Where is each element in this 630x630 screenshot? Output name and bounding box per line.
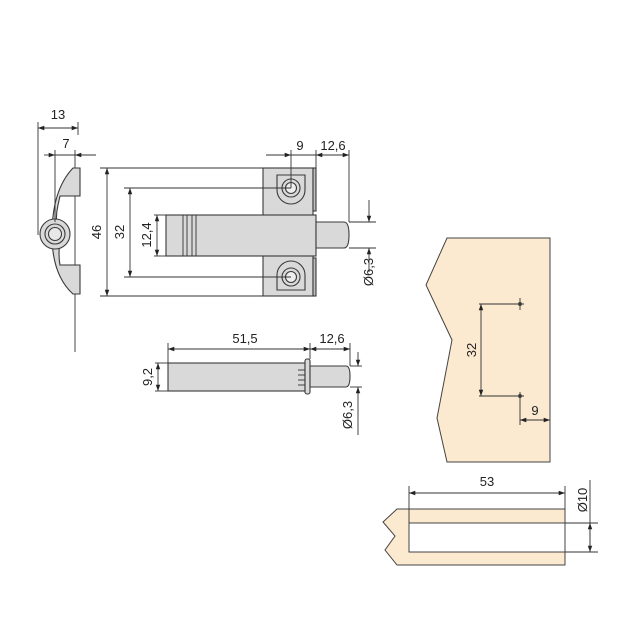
- panel-section-view: 53 Ø10: [382, 474, 598, 566]
- dim-panel-edge-offset: 9: [531, 403, 538, 418]
- piston-flange: [304, 358, 311, 395]
- dim-piston-diameter: 9,2: [140, 368, 155, 386]
- dim-hole-spacing: 32: [112, 225, 127, 239]
- piston-body: [167, 362, 306, 392]
- dim-piston-pin-length: 12,6: [319, 331, 344, 346]
- dim-drill-depth: 53: [480, 474, 494, 489]
- piston-pin: [309, 365, 351, 388]
- dim-side-7: 7: [62, 136, 69, 151]
- wood-panel: [425, 237, 551, 463]
- dim-body-diameter: 12,4: [139, 222, 154, 247]
- mounting-hole-bottom-icon: [276, 260, 306, 291]
- dim-side-13: 13: [51, 107, 65, 122]
- pusher-pin: [315, 221, 350, 249]
- dim-piston-pin-diameter: Ø6,3: [340, 401, 355, 429]
- dim-hole-offset: 9: [296, 138, 303, 153]
- dim-pin-diameter: Ø6,3: [361, 258, 376, 286]
- mounting-hole-top-icon: [276, 174, 306, 205]
- panel-front-view: 32 9: [425, 237, 551, 463]
- drill-hole: [408, 522, 566, 553]
- cylinder-body: [165, 214, 317, 257]
- dim-pin-length: 12,6: [320, 138, 345, 153]
- dim-total-height: 46: [89, 225, 104, 239]
- side-view: 13 7: [37, 107, 96, 352]
- dim-piston-length: 51,5: [232, 331, 257, 346]
- dim-panel-hole-spacing: 32: [464, 343, 479, 357]
- piston-view: 51,5 12,6 9,2 Ø6,3: [140, 331, 362, 435]
- front-view: 46 32 12,4 9 12,6 Ø6,3: [89, 138, 376, 297]
- dim-drill-diameter: Ø10: [575, 488, 590, 513]
